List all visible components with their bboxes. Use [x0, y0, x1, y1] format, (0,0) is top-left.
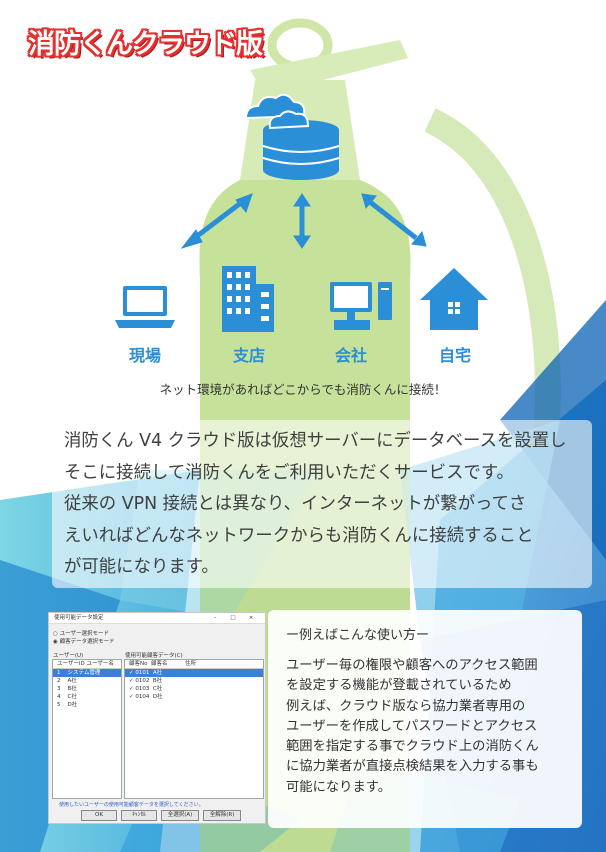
- location-label-site: 現場: [128, 346, 161, 365]
- window-titlebar: 使用可能データ設定 – □ ×: [49, 613, 265, 624]
- table-row[interactable]: 1 システム管理: [53, 669, 121, 677]
- connection-arrows: [180, 193, 427, 249]
- table-row[interactable]: ✓ 0103 C社: [129, 686, 163, 692]
- customer-list[interactable]: 顧客No 顧客名 住所 ✓ 0101 A社 ✓ 0102 B社 ✓ 0103 C…: [124, 659, 264, 799]
- column-header: ユーザーID: [57, 661, 85, 667]
- mode-option: 顧客データ選択モード: [59, 639, 115, 645]
- location-label-branch: 支店: [232, 346, 265, 365]
- close-button[interactable]: ×: [248, 615, 254, 621]
- location-label-home: 自宅: [438, 346, 471, 365]
- usecase-line: 範囲を指定する事でクラウド上の消防くん: [286, 739, 539, 755]
- maximize-button[interactable]: □: [230, 615, 236, 621]
- usecase-box: ー例えばこんな使い方ー ユーザー毎の権限や顧客へのアクセス範囲 を設定する機能が…: [268, 610, 582, 828]
- description-line: 消防くん V4 クラウド版は仮想サーバーにデータベースを設置し: [64, 431, 567, 451]
- column-header: 顧客名: [150, 661, 168, 667]
- table-row[interactable]: 3 B社: [57, 686, 77, 692]
- building-icon: [222, 266, 274, 332]
- table-row[interactable]: 2 A社: [57, 678, 77, 684]
- description-line: えいればどんなネットワークからも消防くんに接続すること: [64, 525, 534, 546]
- usecase-body: ユーザー毎の権限や顧客へのアクセス範囲 を設定する機能が登載されているため 例え…: [286, 656, 568, 798]
- mode-radio-customer[interactable]: ◉ 顧客データ選択モード: [53, 639, 115, 645]
- table-row[interactable]: ✓ 0102 B社: [129, 678, 163, 684]
- table-row[interactable]: 4 C社: [57, 694, 77, 700]
- deselect-all-button[interactable]: 全解除(R): [203, 810, 241, 821]
- table-row[interactable]: ✓ 0104 D社: [129, 694, 163, 700]
- user-list[interactable]: ユーザーID ユーザー名 1 システム管理 2 A社 3 B社 4 C社 5 D…: [52, 659, 122, 799]
- usecase-heading: ー例えばこんな使い方ー: [286, 628, 430, 643]
- table-row[interactable]: ✓ 0101 A社: [125, 669, 263, 677]
- column-header: 顧客No: [129, 661, 148, 667]
- usecase-line: を設定する機能が登載されているため: [286, 678, 512, 694]
- ok-button[interactable]: OK: [81, 810, 117, 821]
- column-header: 住所: [184, 661, 196, 667]
- usecase-line: に協力業者が直接点検結果を入力する事も: [286, 759, 539, 775]
- left-pane-header: ユーザー(U): [53, 653, 84, 659]
- app-screenshot: 使用可能データ設定 – □ × ○ ユーザー選択モード ◉ 顧客データ選択モード…: [48, 612, 266, 824]
- description-line: が可能になります。: [64, 557, 219, 577]
- desktop-pc-icon: [330, 282, 392, 330]
- window-title: 使用可能データ設定: [54, 615, 104, 621]
- house-icon: [420, 268, 488, 330]
- mode-radio-user[interactable]: ○ ユーザー選択モード: [53, 631, 109, 637]
- usecase-line: ユーザーを作成してパスワードとアクセス: [286, 718, 538, 734]
- cloud-database-icon: [244, 93, 340, 180]
- laptop-icon: [115, 286, 175, 328]
- caption: ネット環境があればどこからでも消防くんに接続！: [159, 382, 447, 397]
- location-label-company: 会社: [334, 346, 367, 365]
- select-all-button[interactable]: 全選択(A): [161, 810, 199, 821]
- title-banner: 消防くんクラウド版: [28, 22, 263, 61]
- usecase-line: 例えば、クラウド版なら協力業者専用の: [286, 698, 526, 714]
- usecase-line: 可能になります。: [286, 779, 392, 795]
- column-header: ユーザー名: [86, 661, 114, 667]
- page-title: 消防くんクラウド版: [28, 29, 263, 60]
- table-row[interactable]: 5 D社: [57, 702, 78, 708]
- description-block: 消防くん V4 クラウド版は仮想サーバーにデータベースを設置し そこに接続して消…: [52, 420, 592, 588]
- notice-text: 使用したいユーザーの使用可能顧客データを選択してください。: [59, 802, 204, 808]
- usecase-line: ユーザー毎の権限や顧客へのアクセス範囲: [286, 658, 538, 673]
- mode-label: ユーザー選択モード: [59, 631, 109, 637]
- cancel-button[interactable]: ｷｬﾝｾﾙ: [121, 810, 157, 821]
- description-line: そこに接続して消防くんをご利用いただくサービスです。: [64, 462, 514, 483]
- minimize-button[interactable]: –: [213, 615, 217, 621]
- description-line: 従来の VPN 接続とは異なり、インターネットが繋がってさ: [64, 494, 527, 514]
- right-pane-header: 使用可能顧客データ(C): [125, 653, 183, 659]
